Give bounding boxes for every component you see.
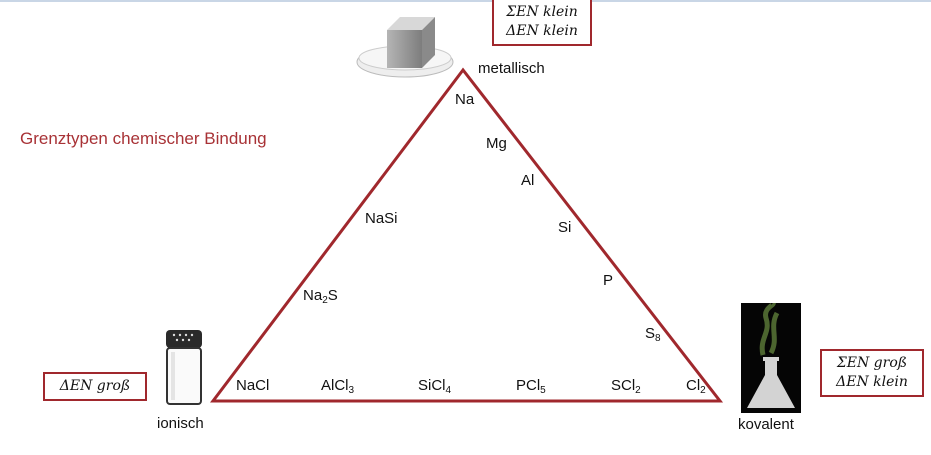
substance-mg: Mg [486,135,507,152]
slide-title: Grenztypen chemischer Bindung [20,129,267,148]
substance-si: Si [558,219,572,236]
substance-scl2: SCl2 [611,377,641,396]
box-metallic-en: ΣEN klein ΔEN klein [492,0,592,46]
substance-cl2: Cl2 [686,377,706,396]
substance-pcl5: PCl5 [516,377,546,396]
flask-gas-icon [741,303,801,413]
substance-sicl4: SiCl4 [418,377,452,396]
delta-en-text: ΔEN klein [506,23,578,39]
delta-en-text: ΔEN groß [59,378,131,394]
label-ionisch: ionisch [157,415,204,432]
substance-alcl3: AlCl3 [321,377,355,396]
top-border [0,0,931,2]
delta-en-text: ΔEN klein [836,374,908,390]
substance-s8: S8 [645,325,661,344]
box-covalent-en: ΣEN groß ΔEN klein [820,349,924,397]
metal-cube-icon [356,17,454,78]
substance-na2s: Na2S [303,287,338,306]
label-metallisch: metallisch [478,60,545,77]
sum-en-text: ΣEN groß [836,355,908,371]
salt-shaker-icon [166,330,202,405]
box-ionic-en: ΔEN groß [43,372,147,401]
substance-al: Al [521,172,535,189]
substance-nacl: NaCl [236,377,270,394]
substance-na: Na [455,91,475,108]
label-kovalent: kovalent [738,416,794,433]
sum-en-text: ΣEN klein [506,4,578,20]
substance-nasi: NaSi [365,210,398,227]
substance-p: P [603,272,614,289]
